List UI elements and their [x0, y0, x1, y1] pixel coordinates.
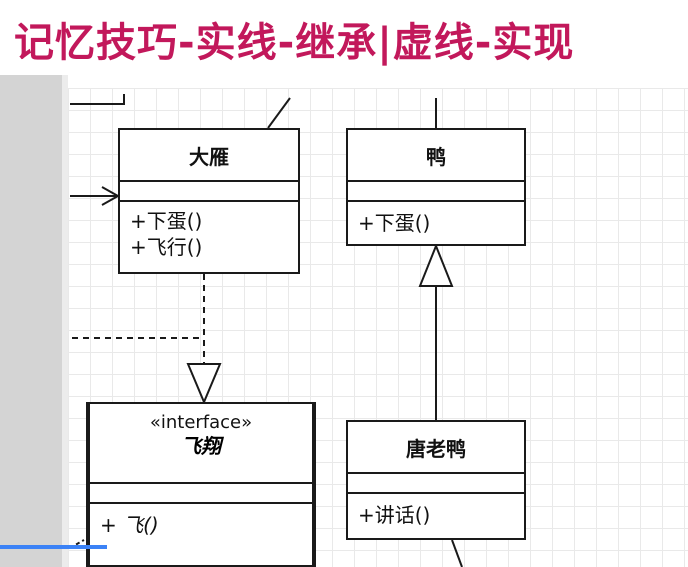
realization-triangle: [186, 363, 222, 405]
operation: +下蛋(): [358, 211, 431, 235]
class-name: 大雁: [189, 144, 229, 169]
partial-box-corner: [70, 94, 125, 105]
class-wild-goose[interactable]: 大雁 +下蛋() +飞行(): [118, 128, 300, 274]
operations-compartment: +讲话(): [348, 492, 524, 528]
side-panel-edge: [62, 75, 68, 567]
operation: + 飞(): [100, 513, 159, 537]
upper-connector-line: [267, 97, 291, 129]
inheritance-triangle: [418, 243, 454, 287]
attributes-compartment: [348, 472, 524, 492]
attributes-compartment: [90, 482, 312, 502]
interface-fly[interactable]: «interface» 飞翔 + 飞(): [86, 402, 316, 567]
interface-header: «interface» 飞翔: [90, 404, 312, 482]
class-donald-duck[interactable]: 唐老鸭 +讲话(): [346, 420, 526, 540]
interface-name: 飞翔: [181, 434, 221, 458]
slide-title: 记忆技巧-实线-继承|虚线-实现: [14, 20, 575, 66]
class-duck[interactable]: 鸭 +下蛋(): [346, 128, 526, 246]
class-name: 唐老鸭: [406, 436, 466, 461]
operations-compartment: + 飞(): [90, 502, 312, 538]
class-name: 鸭: [426, 144, 446, 169]
operation: +下蛋(): [130, 209, 203, 233]
side-panel: [0, 75, 62, 567]
donald-lower-line: [451, 539, 463, 567]
stereotype-label: «interface»: [149, 412, 253, 433]
operation: +飞行(): [130, 235, 203, 259]
operations-compartment: +下蛋(): [348, 200, 524, 236]
attributes-compartment: [120, 180, 298, 200]
operations-compartment: +下蛋() +飞行(): [120, 200, 298, 260]
video-progress-bar[interactable]: [0, 545, 107, 549]
attributes-compartment: [348, 180, 524, 200]
operation: +讲话(): [358, 503, 431, 527]
